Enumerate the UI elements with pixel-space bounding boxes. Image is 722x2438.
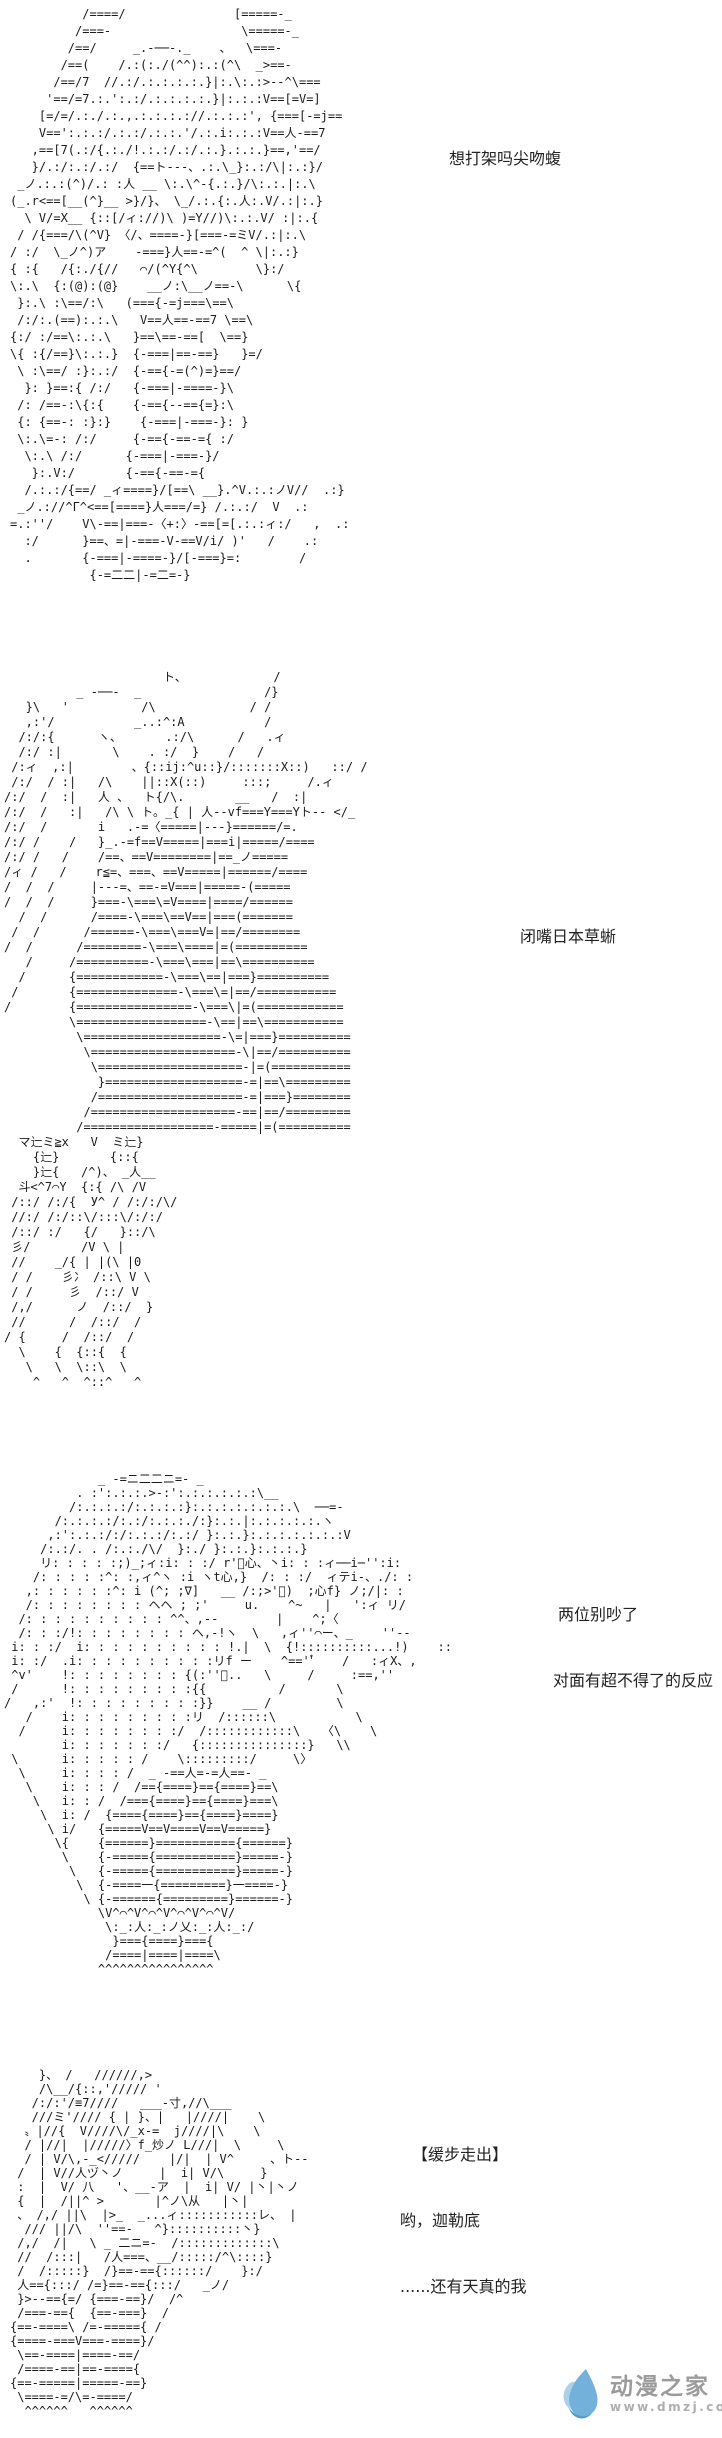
caption-text: 想打架吗尖吻蝮 xyxy=(449,149,562,168)
dmzj-watermark: 动漫之家 www.dmzj.com xyxy=(560,2368,722,2420)
dmzj-watermark-text: 动漫之家 www.dmzj.com xyxy=(610,2374,722,2415)
caption-text: 闭嘴日本草蜥 xyxy=(520,927,617,946)
ascii-art-panel-4: }、 / //////,> /\__/{::,'///// ' /:/:'/≡7… xyxy=(10,2068,309,2418)
caption-panel-2: 闭嘴日本草蜥 xyxy=(520,882,616,992)
dmzj-flame-icon xyxy=(563,2369,598,2419)
caption-text: 【缓步走出】 xyxy=(412,2145,509,2164)
caption-panel-3: 两位别吵了 对面有超不得了的反应 xyxy=(553,1560,713,1736)
ascii-art-panel-2: ト、 / _ -──- _ /} }\ ' /\ / / ,:'/ _..:^:… xyxy=(4,670,368,1389)
caption-text: ......还有天真的我 xyxy=(400,2277,527,2296)
site-name: 动漫之家 xyxy=(610,2373,710,2400)
caption-panel-1: 想打架吗尖吻蝮 xyxy=(449,104,561,214)
ascii-art-panel-1: /====/ [=====-_ /===- \=====-_ /==/ _.-─… xyxy=(10,7,350,582)
site-url: www.dmzj.com xyxy=(610,2399,722,2414)
caption-text: 两位别吵了 xyxy=(558,1605,639,1624)
caption-panel-4: 【缓步走出】 哟，迦勒底 ......还有天真的我 xyxy=(400,2100,527,2342)
ascii-art-panel-3: _ -=ニ二二ニ=- _ . :':.:.:.>-:':.:.:.:.:.:\_… xyxy=(4,1472,452,1976)
caption-text: 哟，迦勒底 xyxy=(400,2211,481,2230)
caption-text: 对面有超不得了的反应 xyxy=(553,1671,714,1690)
